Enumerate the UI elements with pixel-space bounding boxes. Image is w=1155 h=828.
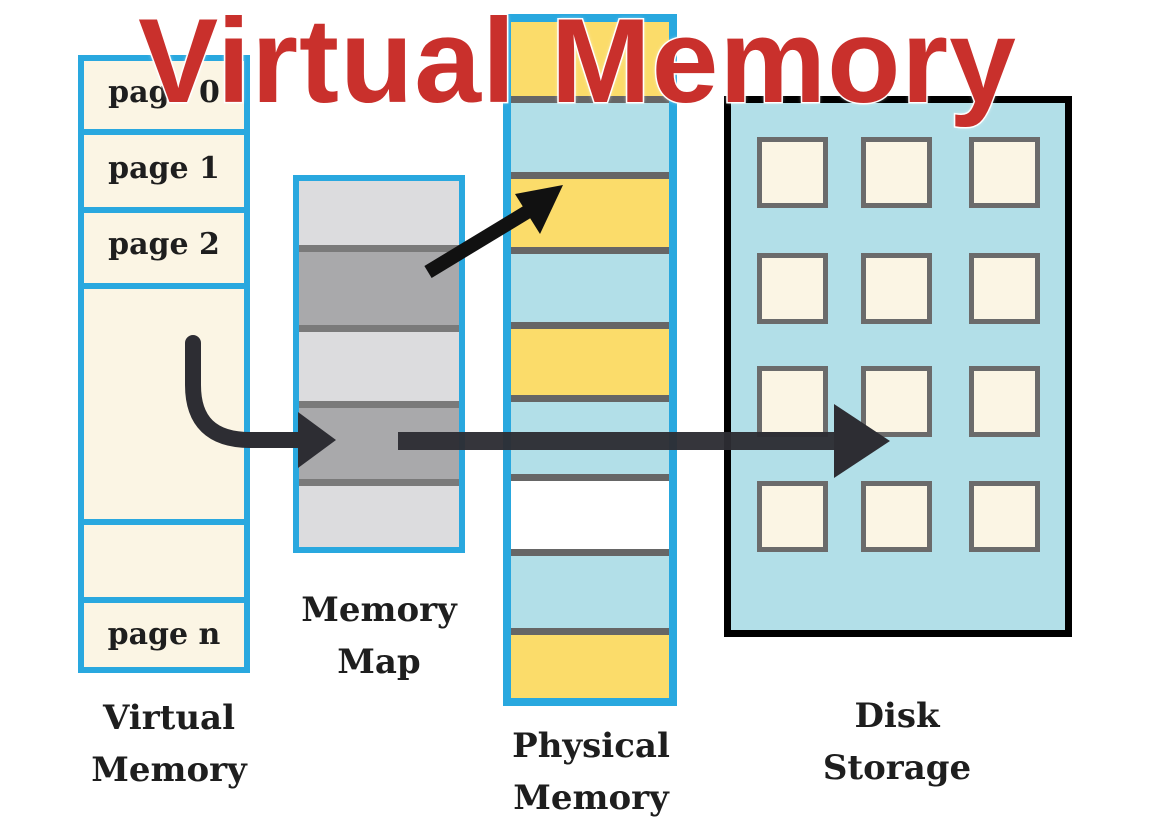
label-line: Memory xyxy=(301,590,457,630)
disk-block xyxy=(861,137,932,208)
disk-block xyxy=(861,366,932,437)
physical-frame-divider xyxy=(511,96,669,103)
disk-block xyxy=(757,366,828,437)
memory-map-label: Memory Map xyxy=(296,584,462,688)
physical-frame-used xyxy=(511,635,669,698)
physical-frame-divider xyxy=(511,628,669,635)
label-line: Memory xyxy=(91,750,247,790)
physical-frame-free xyxy=(511,481,669,549)
label-line: Storage xyxy=(822,748,972,788)
disk-storage-box xyxy=(724,96,1072,637)
vm-page-0: page 0 xyxy=(84,61,244,129)
label-line: Disk xyxy=(854,696,940,736)
vm-page-label: page 1 xyxy=(108,151,220,186)
label-line: Memory xyxy=(513,778,669,818)
vm-page-block-small xyxy=(84,527,244,593)
label-line: Virtual xyxy=(103,698,235,738)
vm-page-label: page 2 xyxy=(108,227,220,262)
physical-frame-divider xyxy=(511,172,669,179)
vm-page-block-large xyxy=(84,291,244,517)
page-title: Virtual Memory xyxy=(137,0,1018,130)
arrow-to-disk-storage xyxy=(398,404,890,478)
physical-memory-label: Physical Memory xyxy=(506,720,676,824)
memory-map-divider xyxy=(299,325,459,332)
disk-block xyxy=(969,253,1040,324)
physical-frame-divider xyxy=(511,474,669,481)
virtual-memory-column: page 0 page 1 page 2 page n xyxy=(78,55,250,673)
physical-frame-divider xyxy=(511,322,669,329)
vm-page-2: page 2 xyxy=(84,217,244,281)
disk-block xyxy=(861,481,932,552)
disk-block xyxy=(969,366,1040,437)
physical-frame-divider xyxy=(511,549,669,556)
vm-page-n: page n xyxy=(84,605,244,667)
arrow-vm-to-memory-map xyxy=(185,335,336,468)
physical-frame-divider xyxy=(511,247,669,254)
memory-map-column xyxy=(293,175,465,553)
virtual-memory-label: Virtual Memory xyxy=(84,692,254,796)
disk-block xyxy=(969,481,1040,552)
physical-frame-used xyxy=(511,22,669,96)
disk-block xyxy=(969,137,1040,208)
vm-divider xyxy=(78,129,250,135)
physical-frame-used xyxy=(511,329,669,395)
vm-divider xyxy=(78,283,250,289)
disk-block xyxy=(757,137,828,208)
label-line: Map xyxy=(337,642,421,682)
vm-divider xyxy=(78,207,250,213)
memory-map-divider xyxy=(299,479,459,486)
physical-frame-divider xyxy=(511,395,669,402)
vm-divider xyxy=(78,597,250,603)
vm-divider xyxy=(78,519,250,525)
vm-page-label: page 0 xyxy=(108,75,220,110)
vm-page-label: page n xyxy=(107,617,221,652)
disk-block xyxy=(861,253,932,324)
memory-map-divider xyxy=(299,401,459,408)
disk-block xyxy=(757,253,828,324)
vm-page-1: page 1 xyxy=(84,141,244,205)
label-line: Physical xyxy=(512,726,670,766)
disk-block xyxy=(757,481,828,552)
disk-storage-label: Disk Storage xyxy=(812,690,982,794)
memory-map-divider xyxy=(299,245,459,252)
arrow-to-physical-memory xyxy=(424,185,563,278)
